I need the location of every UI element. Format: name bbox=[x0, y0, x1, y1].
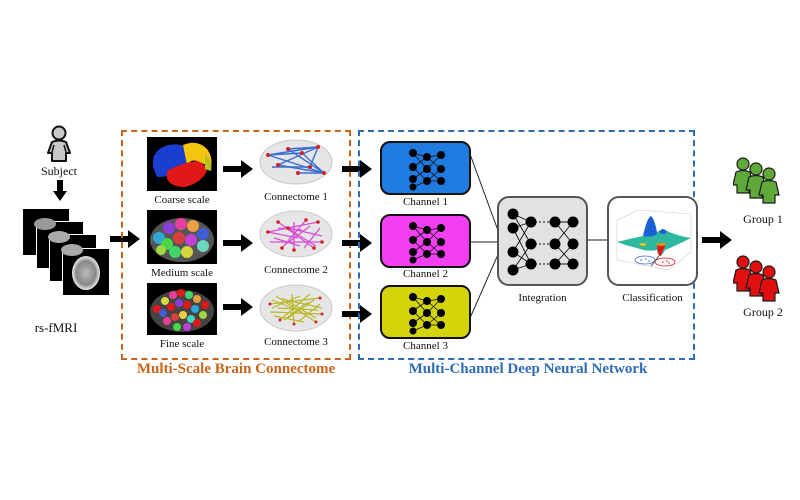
arrow-coarse-to-connectome bbox=[223, 160, 253, 178]
arrow-medium-to-connectome bbox=[223, 234, 253, 252]
channel-2-box bbox=[380, 214, 471, 268]
integration-label: Integration bbox=[518, 292, 567, 304]
subject-down-arrow bbox=[53, 180, 67, 202]
connectome-1-graph bbox=[258, 137, 334, 187]
classification-box bbox=[607, 196, 698, 286]
group-1-label: Group 1 bbox=[743, 212, 783, 226]
fine-scale-brain-image bbox=[147, 283, 217, 335]
arrow-fine-to-connectome bbox=[223, 298, 253, 316]
channel-3-network-icon bbox=[409, 293, 445, 335]
network-section-title: Multi-Channel Deep Neural Network bbox=[408, 361, 648, 377]
fmri-label: rs-fMRI bbox=[34, 320, 78, 335]
channel-to-integration-lines bbox=[470, 153, 501, 319]
channel-1-box bbox=[380, 141, 471, 195]
connectome-3-graph bbox=[258, 282, 334, 334]
group-2-icon bbox=[733, 255, 785, 303]
group-1-icon bbox=[733, 157, 785, 205]
arrow-connectome2-to-channel2 bbox=[342, 234, 372, 252]
channel-3-label: Channel 3 bbox=[403, 340, 448, 352]
integration-box bbox=[497, 196, 588, 286]
channel-2-label: Channel 2 bbox=[403, 268, 448, 280]
integration-network-icon bbox=[507, 208, 579, 276]
classification-label: Classification bbox=[622, 292, 683, 304]
fmri-slice-4 bbox=[62, 248, 110, 296]
arrow-connectome3-to-channel3 bbox=[342, 305, 372, 323]
fmri-slice-brains bbox=[34, 218, 83, 256]
arrow-fmri-to-scales bbox=[110, 230, 140, 248]
coarse-scale-label: Coarse scale bbox=[154, 194, 210, 206]
arrow-classification-to-groups bbox=[702, 231, 732, 249]
connectome-2-graph bbox=[258, 208, 334, 260]
arrow-connectome1-to-channel1 bbox=[342, 160, 372, 178]
classification-surface-plot bbox=[616, 209, 692, 271]
channel-3-box bbox=[380, 285, 471, 339]
group-2-label: Group 2 bbox=[743, 305, 783, 319]
channel-1-label: Channel 1 bbox=[403, 196, 448, 208]
subject-label: Subject bbox=[41, 164, 77, 178]
medium-scale-brain-image bbox=[147, 210, 217, 264]
fine-scale-label: Fine scale bbox=[159, 338, 205, 350]
medium-scale-label: Medium scale bbox=[150, 267, 213, 279]
channel-1-network-icon bbox=[409, 149, 445, 191]
connectome-1-label: Connectome 1 bbox=[264, 191, 328, 203]
connectome-3-label: Connectome 3 bbox=[264, 336, 328, 348]
coarse-scale-brain-image bbox=[147, 137, 217, 191]
channel-2-network-icon bbox=[409, 222, 445, 264]
connectome-2-label: Connectome 2 bbox=[264, 264, 328, 276]
integration-to-classification-line bbox=[588, 239, 608, 241]
connectome-section-title: Multi-Scale Brain Connectome bbox=[136, 361, 336, 377]
subject-icon bbox=[44, 125, 74, 163]
